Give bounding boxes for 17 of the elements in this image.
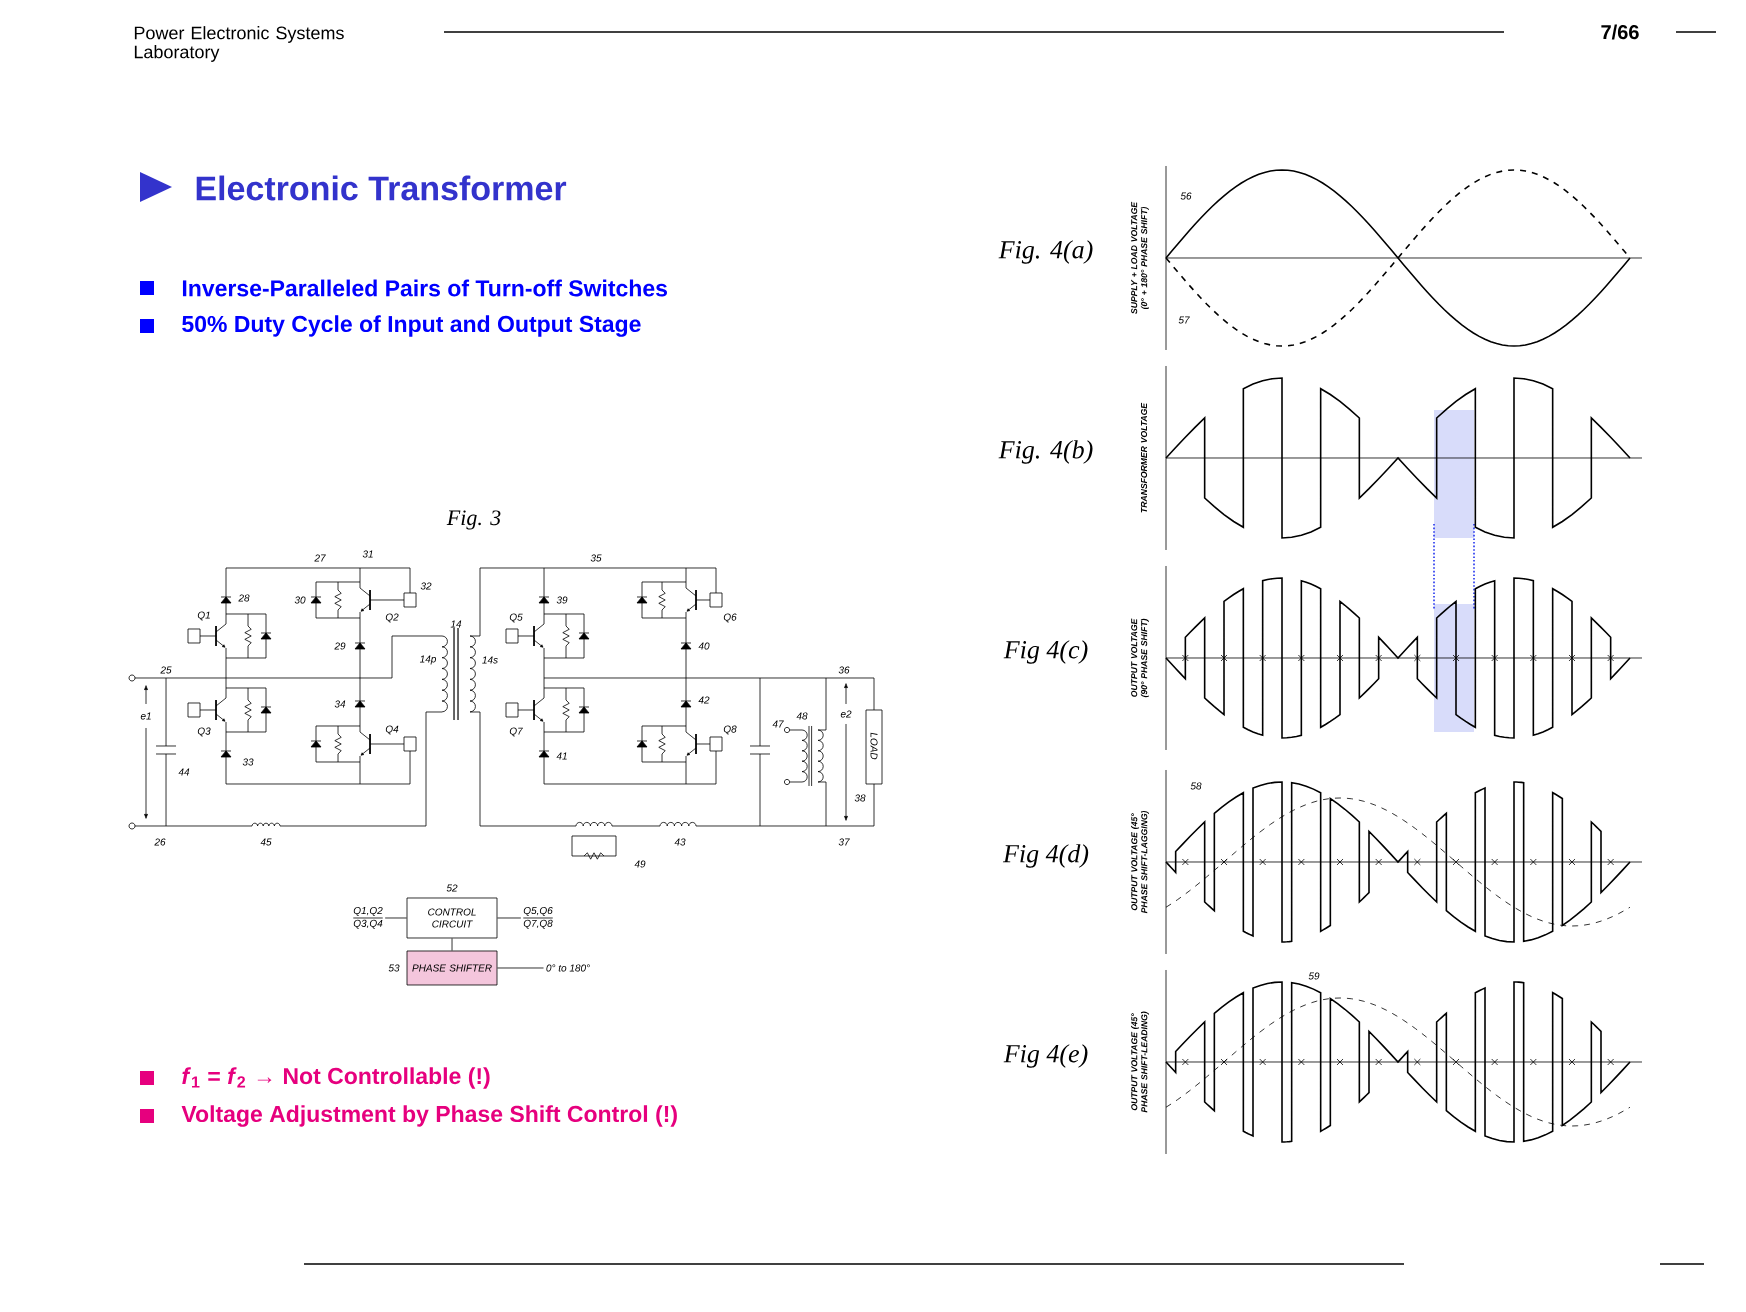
figure-label: Fig 4(c) [1003, 640, 1088, 664]
connector-line [384, 917, 407, 919]
figure-label: Fig. 3 [446, 510, 501, 530]
figure-label: Fig 4(d) [1002, 844, 1089, 868]
figure-label: Fig 4(e) [1003, 1044, 1088, 1068]
bullet-text: 50% Duty Cycle of Input and Output Stage [182, 315, 641, 337]
figure-label: Fig. 4(a) [998, 240, 1093, 264]
bullet-text: f$_{1}$ = f$_{2}$ → Not Controllable (!) [182, 1067, 490, 1089]
slide-title: Electronic Transformer [196, 175, 567, 201]
connector-line [497, 917, 522, 919]
bullet-text: Inverse-Paralleled Pairs of Turn-off Switches [182, 279, 667, 297]
figure-label: Fig. 4(b) [998, 440, 1093, 464]
bullet-text: Voltage Adjustment by Phase Shift Control (!) [181, 1105, 677, 1127]
header-text: Power Electronic Systems Laboratory [134, 26, 344, 62]
connector-line [497, 967, 544, 969]
page-number: 7/66 [1601, 24, 1639, 40]
connector-line [451, 938, 453, 951]
